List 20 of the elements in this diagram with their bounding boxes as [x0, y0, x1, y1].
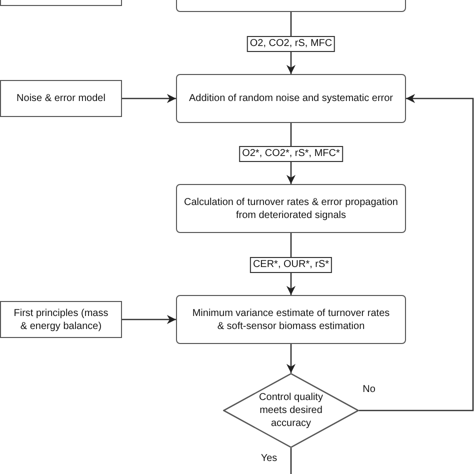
edge-label: Yes	[260, 453, 278, 465]
node-text: First principles (mass & energy balance)	[12, 306, 110, 332]
process-box	[176, 295, 406, 344]
node-text: Minimum variance estimate of turnover rates & soft-sensor biomass estimation	[191, 306, 391, 332]
arrow	[122, 314, 176, 324]
signal-label: O2*, CO2*, rS*, MFC*	[239, 146, 343, 162]
arrow	[122, 94, 176, 104]
process-box	[176, 184, 406, 233]
node-text: Calculation of turnover rates & error propagation from deteriorated signals	[182, 196, 399, 222]
signal-label: O2, CO2, rS, MFC	[246, 36, 336, 52]
signal-label: CER*, OUR*, rS*	[250, 257, 332, 273]
process-box	[176, 74, 406, 123]
input-box	[0, 301, 122, 338]
edge-label: No	[362, 384, 376, 396]
node-text: Addition of random noise and systematic error	[188, 92, 394, 105]
node-text: Noise & error model	[16, 92, 106, 105]
arrow	[359, 94, 474, 412]
decision-text: Control quality meets desired accuracy	[258, 391, 324, 430]
arrow	[286, 344, 296, 373]
input-box	[0, 80, 122, 117]
